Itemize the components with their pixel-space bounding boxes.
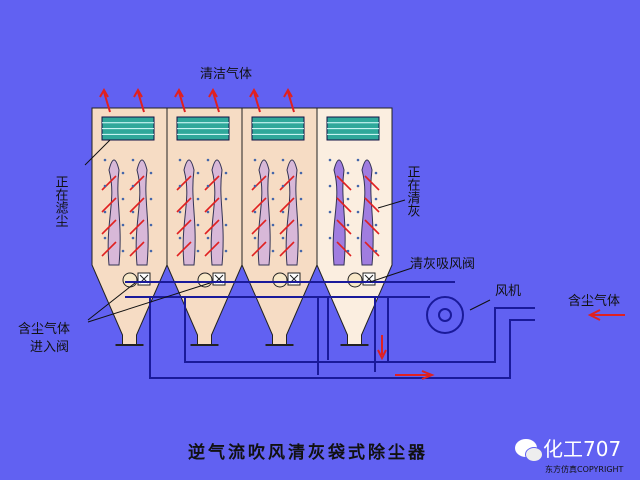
clean-gas-label: 清洁气体 (200, 66, 252, 82)
filter-bag (135, 159, 149, 266)
fan (426, 296, 464, 334)
airflow-arrow (251, 197, 267, 213)
dusty-gas-label: 含尘气体 (568, 293, 620, 309)
airflow-arrow (364, 219, 380, 235)
filter-bag (285, 159, 299, 266)
airflow-arrow (279, 175, 295, 191)
cleaning-valve-label: 清灰吸风阀 (410, 257, 475, 272)
airflow-arrow (364, 197, 380, 213)
airflow-arrow (251, 241, 267, 257)
airflow-arrow (176, 219, 192, 235)
wechat-icon (515, 438, 543, 462)
airflow-arrow (251, 219, 267, 235)
logo: 化工707 (515, 433, 621, 462)
inlet-valve (347, 272, 363, 288)
inlet-valve-label-1: 含尘气体 (18, 321, 70, 337)
airflow-arrow (204, 175, 220, 191)
cleaning-label: 正在清灰 (405, 165, 421, 217)
filter-bag (332, 159, 346, 266)
filtering-label: 正在滤尘 (53, 175, 69, 227)
dusty-gas-arrow (587, 309, 625, 321)
filter-bag (360, 159, 374, 266)
airflow-arrow (364, 241, 380, 257)
filter-bag (257, 159, 271, 266)
clean-gas-arrow (99, 87, 111, 113)
airflow-arrow (129, 219, 145, 235)
airflow-arrow (176, 241, 192, 257)
airflow-arrow (204, 219, 220, 235)
airflow-arrow (176, 197, 192, 213)
airflow-arrow (279, 241, 295, 257)
inlet-valve (272, 272, 288, 288)
clean-gas-arrow (174, 87, 186, 113)
clean-gas-arrow (208, 87, 220, 113)
filter-bag (210, 159, 224, 266)
inlet-valve-label-2: 进入阀 (30, 340, 69, 355)
airflow-arrow (204, 241, 220, 257)
clean-gas-arrow (249, 87, 261, 113)
filter-chamber-3 (241, 87, 318, 346)
airflow-arrow (279, 197, 295, 213)
airflow-arrow (129, 197, 145, 213)
filter-chamber-1 (91, 87, 168, 346)
duct-system (125, 281, 535, 379)
airflow-arrow (336, 175, 352, 191)
fan-label: 风机 (495, 284, 521, 299)
inlet-valve (122, 272, 138, 288)
logo-text: 化工707 (543, 437, 622, 461)
airflow-arrow (336, 241, 352, 257)
leader-lines (84, 139, 491, 323)
airflow-arrow (336, 197, 352, 213)
filter-bag (182, 159, 196, 266)
airflow-arrow (101, 175, 117, 191)
airflow-arrow (129, 175, 145, 191)
airflow-arrow (101, 219, 117, 235)
copyright: 东方仿真COPYRIGHT (545, 465, 624, 474)
airflow-arrow (176, 175, 192, 191)
clean-gas-arrow (133, 87, 145, 113)
airflow-arrow (101, 197, 117, 213)
airflow-arrow (129, 241, 145, 257)
discharge-arrow (377, 335, 387, 361)
clean-gas-arrow (283, 87, 295, 113)
airflow-arrow (279, 219, 295, 235)
airflow-arrow (364, 175, 380, 191)
airflow-arrow (101, 241, 117, 257)
airflow-arrow (336, 219, 352, 235)
filter-bag (107, 159, 121, 266)
airflow-arrow (204, 197, 220, 213)
airflow-arrow (251, 175, 267, 191)
filter-chamber-2 (166, 87, 243, 346)
diagram-title: 逆气流吹风清灰袋式除尘器 (188, 442, 428, 463)
